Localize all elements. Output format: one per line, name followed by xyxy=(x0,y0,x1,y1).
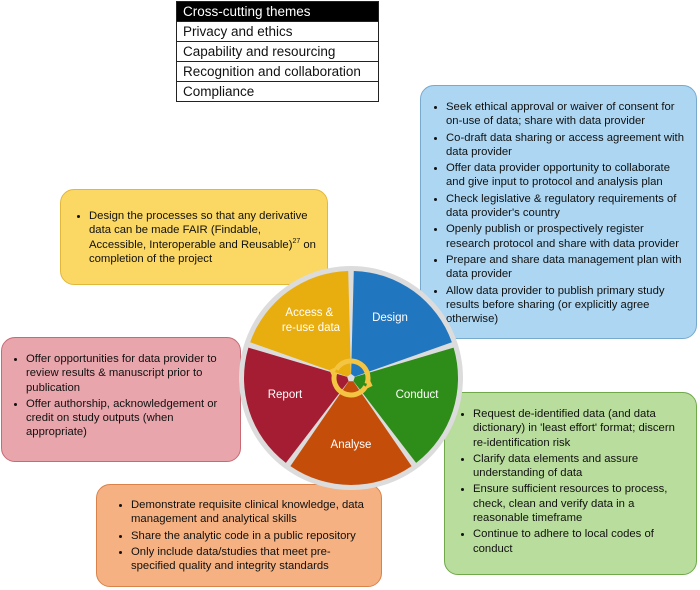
design-bullet: Co-draft data sharing or access agreemen… xyxy=(446,131,688,160)
report-bullet: Offer opportunities for data provider to… xyxy=(26,352,234,395)
design-bullet: Allow data provider to publish primary s… xyxy=(446,284,688,327)
segment-label-access: Access & re-use data xyxy=(282,307,341,334)
segment-access xyxy=(250,271,351,377)
fair-text: Design the processes so that any derivat… xyxy=(89,210,308,251)
analyse-bullet: Share the analytic code in a public repo… xyxy=(131,529,375,543)
conduct-bullet: Ensure sufficient resources to process, … xyxy=(473,482,690,525)
wheel-labels: Design Conduct Analyse Report Access & r… xyxy=(268,307,439,451)
analyse-bullet: Only include data/studies that meet pre-… xyxy=(131,545,375,574)
cycle-arrow-head-left xyxy=(329,366,338,378)
theme-recognition: Recognition and collaboration xyxy=(177,61,378,81)
design-bullet: Check legislative & regulatory requireme… xyxy=(446,192,688,221)
themes-header: Cross-cutting themes xyxy=(177,2,378,21)
segment-label-access-line1: Access & xyxy=(285,307,333,319)
access-bullet: Design the processes so that any derivat… xyxy=(89,209,319,266)
cross-cutting-themes-table: Cross-cutting themes Privacy and ethics … xyxy=(176,1,379,102)
segment-conduct xyxy=(353,347,458,463)
segment-report xyxy=(244,347,349,463)
theme-privacy: Privacy and ethics xyxy=(177,21,378,41)
wheel-segments xyxy=(244,271,458,485)
cycle-arrow-arc-left xyxy=(331,371,368,398)
analyse-bullet: Demonstrate requisite clinical knowledge… xyxy=(131,498,375,527)
conduct-bullet: Continue to adhere to local codes of con… xyxy=(473,527,690,556)
report-bullet: Offer authorship, acknowledgement or cre… xyxy=(26,397,234,440)
segment-design xyxy=(351,271,452,377)
report-box: Offer opportunities for data provider to… xyxy=(1,337,241,462)
reference-number: 27 xyxy=(292,237,301,245)
design-bullet: Offer data provider opportunity to colla… xyxy=(446,161,688,190)
design-bullet: Openly publish or prospectively register… xyxy=(446,222,688,251)
conduct-box: Request de-identified data (and data dic… xyxy=(444,392,697,575)
theme-compliance: Compliance xyxy=(177,81,378,101)
conduct-bullet: Request de-identified data (and data dic… xyxy=(473,407,690,450)
analyse-box: Demonstrate requisite clinical knowledge… xyxy=(96,484,382,587)
segment-analyse xyxy=(290,381,412,485)
theme-capability: Capability and resourcing xyxy=(177,41,378,61)
design-bullet: Seek ethical approval or waiver of conse… xyxy=(446,100,688,129)
cycle-arrow-arc-right xyxy=(334,358,371,385)
design-bullet: Prepare and share data management plan w… xyxy=(446,253,688,282)
design-box: Seek ethical approval or waiver of conse… xyxy=(420,85,697,339)
fair-text-end: on completion of the project xyxy=(89,238,316,265)
segment-label-analyse: Analyse xyxy=(331,439,372,451)
access-reuse-box: Design the processes so that any derivat… xyxy=(60,189,328,285)
segment-label-conduct: Conduct xyxy=(396,389,440,401)
segment-label-report: Report xyxy=(268,389,303,401)
cycle-arrow-icon xyxy=(329,358,373,398)
conduct-bullet: Clarify data elements and assure underst… xyxy=(473,452,690,481)
segment-label-design: Design xyxy=(372,312,408,324)
segment-label-access-line2: re-use data xyxy=(282,322,341,334)
cycle-arrow-head-right xyxy=(364,378,373,390)
